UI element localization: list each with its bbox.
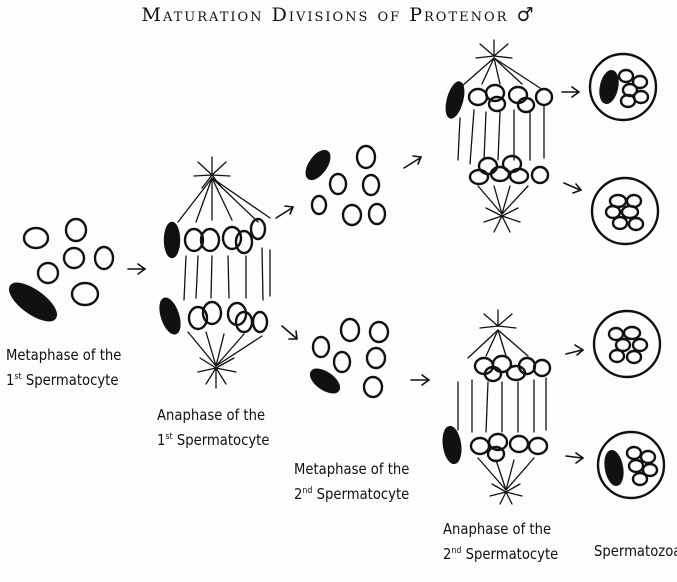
chromosome	[519, 358, 535, 374]
aster-top	[476, 40, 512, 58]
aster-bottom	[484, 208, 520, 232]
chromosome	[357, 146, 375, 168]
chromosome	[38, 263, 58, 283]
chromosome	[509, 87, 527, 103]
arrow	[404, 156, 421, 168]
chromosome	[534, 360, 550, 376]
arrow	[562, 87, 579, 97]
chromosome	[479, 158, 497, 174]
anaphase-2-cell-lower	[442, 310, 550, 504]
arrow	[566, 345, 583, 355]
aster-top	[480, 310, 516, 328]
label-line: Anaphase of the	[157, 404, 269, 426]
x-chromosome	[302, 147, 333, 182]
chromosome	[510, 436, 528, 452]
arrow	[566, 453, 583, 463]
chromosome	[489, 97, 505, 111]
spindle-fibres-bottom	[478, 458, 534, 490]
arrow	[564, 183, 581, 193]
chromosome	[369, 204, 385, 224]
label-metaphase-2nd: Metaphase of the 2nd Spermatocyte	[294, 458, 409, 505]
chromosome	[95, 247, 113, 269]
chromosome	[469, 89, 487, 105]
spermatozoon-without-x	[592, 178, 658, 244]
label-anaphase-1st: Anaphase of the 1st Spermatocyte	[157, 404, 269, 451]
x-chromosome	[5, 277, 62, 327]
spindle-fibres-bottom	[478, 186, 528, 214]
chromosome	[510, 169, 528, 183]
interzonal-fibres	[184, 248, 270, 300]
chromosome	[471, 438, 489, 454]
chromosome	[536, 89, 552, 105]
chromosome	[363, 175, 379, 195]
chromosome	[470, 170, 488, 184]
arrow	[282, 326, 297, 339]
interzonal-fibres	[458, 378, 546, 432]
metaphase-2-cell-lower	[307, 319, 388, 397]
spermatozoon-with-x	[590, 54, 656, 120]
chromosome	[313, 337, 329, 357]
label-line: 1st Spermatocyte	[6, 366, 121, 391]
arrow	[276, 206, 293, 218]
chromosome	[529, 438, 547, 454]
anaphase-2-cell-upper	[444, 40, 552, 232]
chromosome	[223, 227, 241, 249]
label-line: 2nd Spermatocyte	[294, 480, 409, 505]
chromosome	[24, 228, 48, 248]
spindle-fibres-top	[468, 330, 528, 358]
spermatozoon-without-x	[594, 311, 660, 377]
chromosome	[367, 348, 385, 368]
chromosome	[341, 319, 359, 341]
arrow	[128, 264, 145, 274]
chromosome	[66, 219, 86, 241]
x-chromosome	[444, 81, 467, 119]
chromosome	[330, 174, 346, 194]
label-line: 2nd Spermatocyte	[443, 540, 558, 565]
chromosome	[253, 312, 267, 332]
x-chromosome	[603, 450, 625, 486]
x-chromosome	[598, 70, 620, 105]
label-line: Metaphase of the	[6, 344, 121, 366]
spindle-fibres-bottom	[188, 332, 262, 366]
label-metaphase-1st: Metaphase of the 1st Spermatocyte	[6, 344, 121, 391]
label-line: Metaphase of the	[294, 458, 409, 480]
arrow	[411, 375, 429, 385]
spermatozoon-with-x	[598, 432, 664, 498]
chromosome	[64, 248, 84, 268]
aster-bottom	[490, 484, 522, 504]
label-anaphase-2nd: Anaphase of the 2nd Spermatocyte	[443, 518, 558, 565]
chromosome	[312, 196, 326, 214]
label-spermatozoa: Spermatozoa	[594, 540, 677, 562]
chromosome	[334, 352, 350, 372]
chromosome	[370, 322, 388, 342]
x-chromosome	[442, 426, 463, 464]
interzonal-fibres	[458, 106, 544, 164]
chromosome	[475, 358, 493, 374]
chromosome	[236, 231, 252, 253]
spindle-fibres-top	[462, 58, 540, 88]
label-line: 1st Spermatocyte	[157, 426, 269, 451]
x-chromosome	[157, 296, 183, 335]
chromosome	[72, 283, 98, 305]
metaphase-2-cell-upper	[302, 146, 385, 225]
label-line: Anaphase of the	[443, 518, 558, 540]
chromosome	[491, 167, 509, 181]
spindle-fibres-top	[178, 178, 270, 222]
x-chromosome	[165, 223, 179, 257]
chromosome	[364, 377, 382, 397]
chromosome	[343, 205, 361, 225]
metaphase-1-cell	[5, 219, 113, 327]
anaphase-1-cell	[157, 157, 270, 388]
chromosome	[532, 167, 548, 183]
